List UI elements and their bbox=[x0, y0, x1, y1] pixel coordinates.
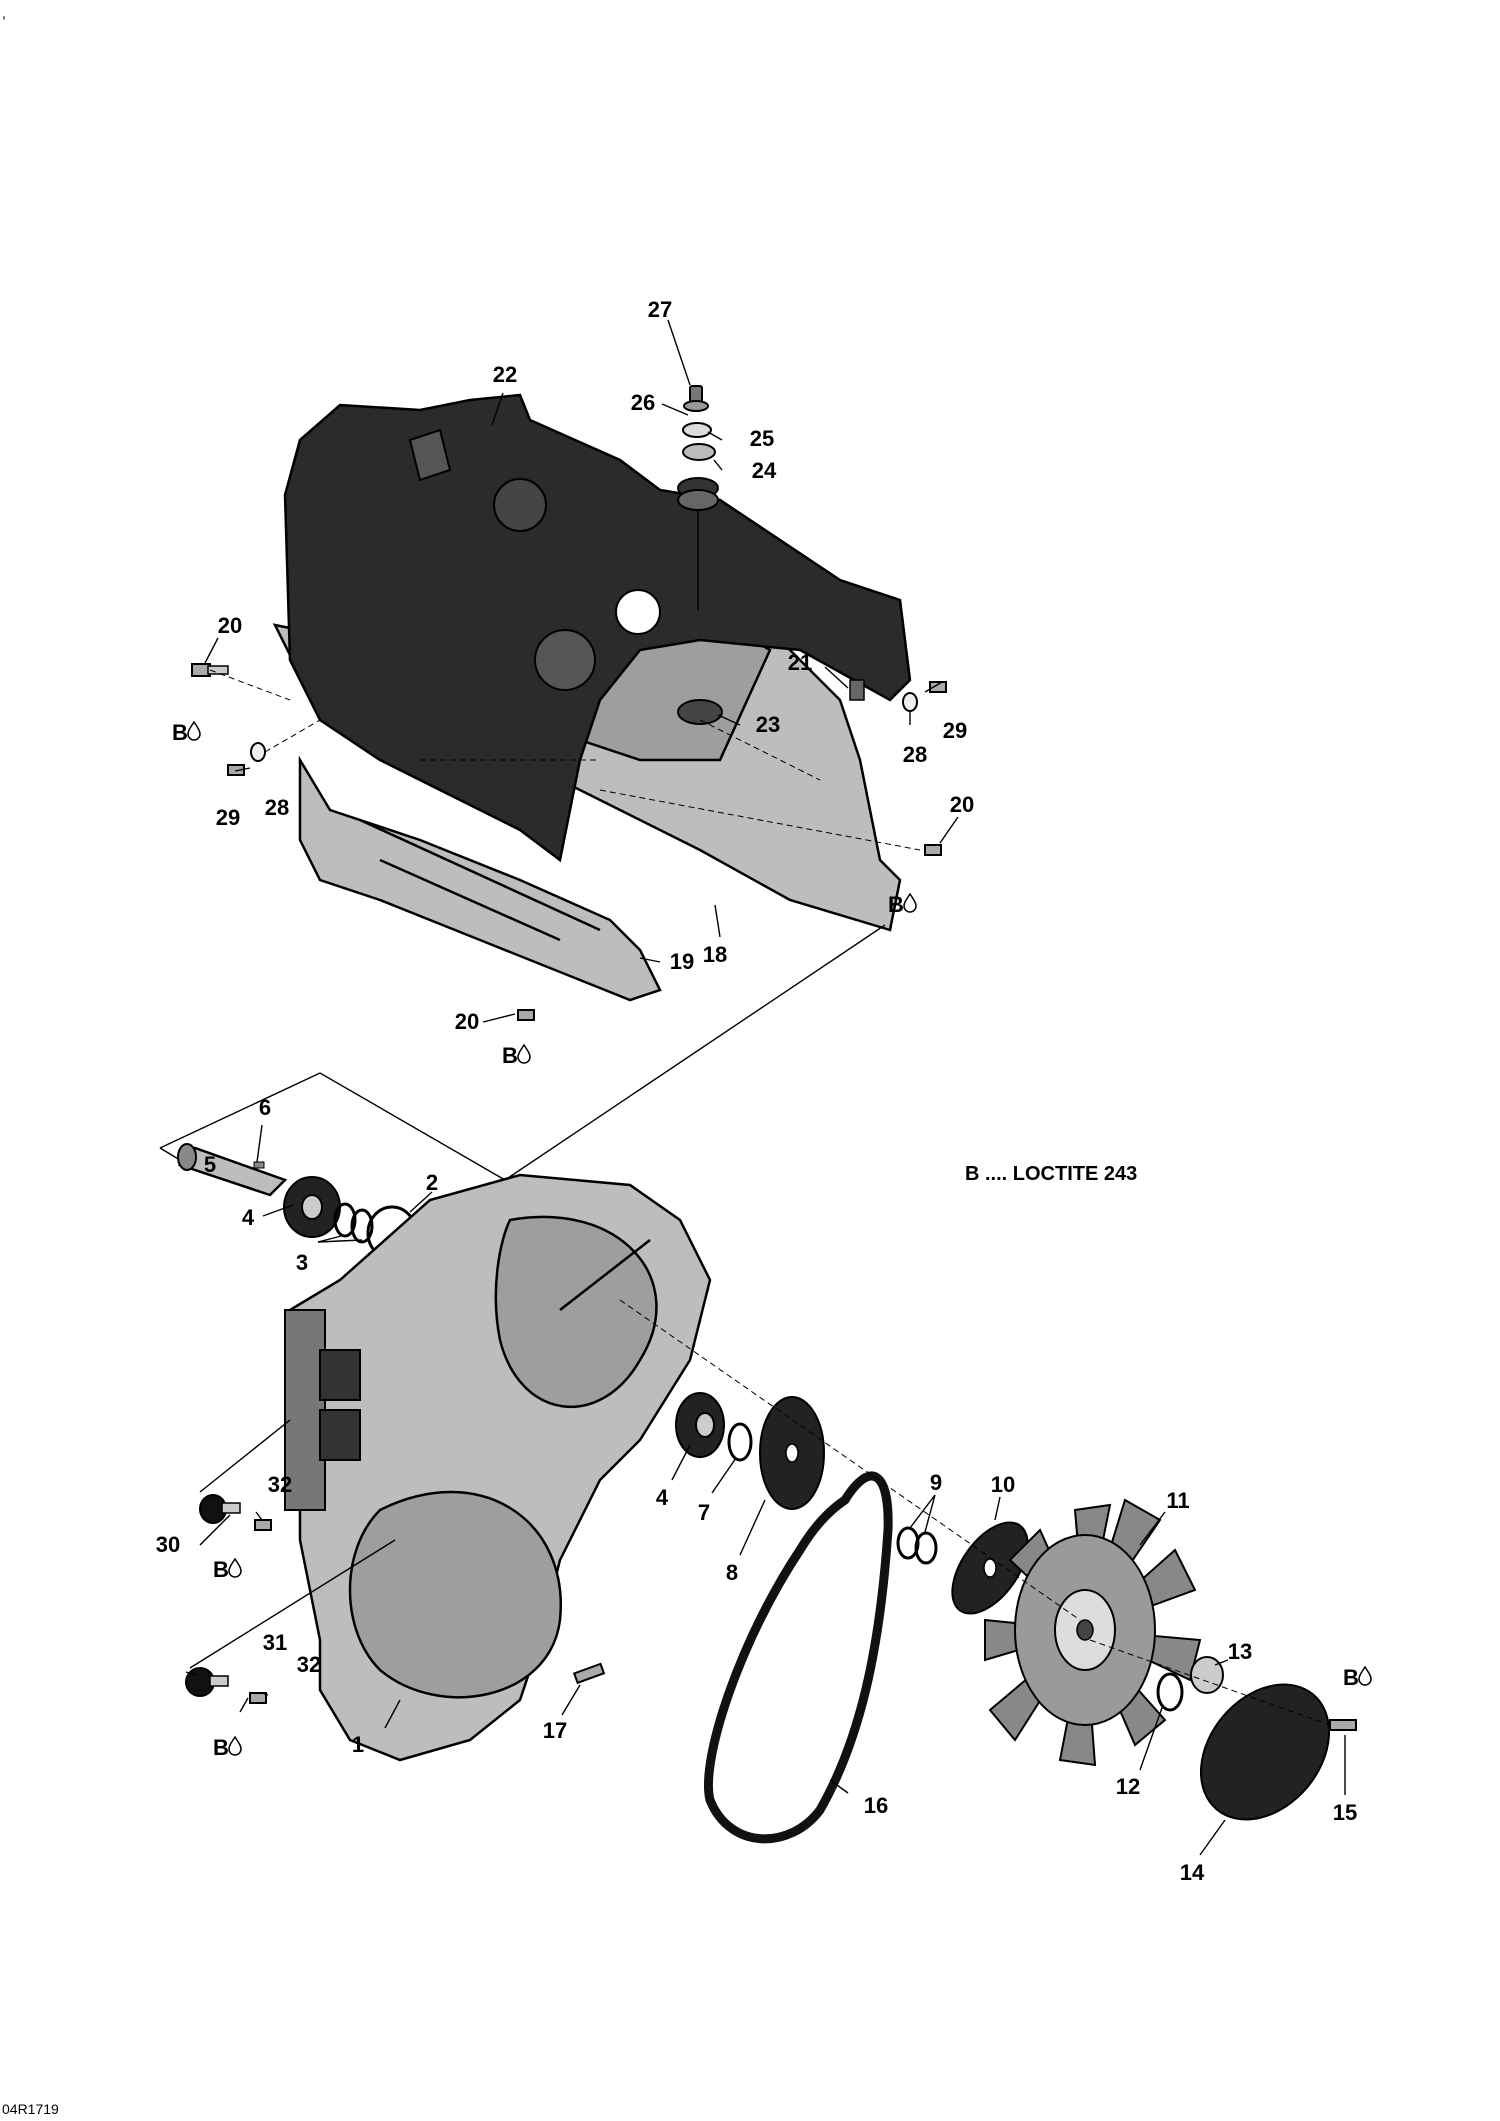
cable-clamps bbox=[185, 1419, 396, 1704]
callout-9: 9 bbox=[930, 1470, 942, 1495]
callout-13: 13 bbox=[1228, 1639, 1252, 1664]
jackshaft-group bbox=[177, 1143, 418, 1261]
top-cover bbox=[283, 393, 912, 863]
callout-23: 23 bbox=[756, 712, 780, 737]
drive-belt bbox=[703, 1471, 893, 1844]
callout-30: 30 bbox=[156, 1532, 180, 1557]
callout-7: 7 bbox=[698, 1500, 710, 1525]
loctite-marks: B B B B B B bbox=[172, 720, 1372, 1760]
callout-22: 22 bbox=[493, 362, 517, 387]
callout-20-bottom: 20 bbox=[455, 1009, 479, 1034]
top-mark: , bbox=[2, 5, 6, 21]
grommet-23 bbox=[677, 699, 723, 725]
callout-4-upper: 4 bbox=[242, 1205, 255, 1230]
callout-14: 14 bbox=[1180, 1860, 1205, 1885]
loctite-mark: B bbox=[888, 892, 904, 917]
loctite-mark: B bbox=[1343, 1665, 1359, 1690]
callout-12: 12 bbox=[1116, 1774, 1140, 1799]
callout-26: 26 bbox=[631, 390, 655, 415]
callout-17: 17 bbox=[543, 1718, 567, 1743]
callout-6: 6 bbox=[259, 1095, 271, 1120]
callout-1: 1 bbox=[352, 1732, 364, 1757]
loctite-mark: B bbox=[213, 1557, 229, 1582]
end-cap bbox=[1199, 1683, 1357, 1821]
callout-10: 10 bbox=[991, 1472, 1015, 1497]
callout-27: 27 bbox=[648, 297, 672, 322]
callout-20-left: 20 bbox=[218, 613, 242, 638]
callout-31: 31 bbox=[263, 1630, 287, 1655]
callout-28-right: 28 bbox=[903, 742, 927, 767]
callout-32-lower: 32 bbox=[297, 1652, 321, 1677]
callout-3: 3 bbox=[296, 1250, 308, 1275]
callout-28-left: 28 bbox=[265, 795, 289, 820]
loctite-mark: B bbox=[213, 1735, 229, 1760]
pulley-10 bbox=[951, 1521, 1029, 1615]
callout-numbers: 1 2 3 4 4 5 6 7 8 9 10 11 12 13 14 15 16… bbox=[156, 297, 1357, 1885]
callout-leaders bbox=[185, 319, 1346, 1856]
callout-5: 5 bbox=[204, 1152, 216, 1177]
callout-21: 21 bbox=[788, 650, 812, 675]
callout-29-left: 29 bbox=[216, 805, 240, 830]
drive-housing bbox=[284, 1173, 712, 1762]
callout-8: 8 bbox=[726, 1560, 738, 1585]
assembly-bracket-lines bbox=[159, 924, 886, 1181]
label-21 bbox=[849, 679, 865, 701]
callout-16: 16 bbox=[864, 1793, 888, 1818]
loctite-mark: B bbox=[502, 1043, 518, 1068]
rings-9 bbox=[896, 1526, 938, 1565]
drawing-code: 04R1719 bbox=[2, 2101, 59, 2117]
callout-24: 24 bbox=[752, 458, 777, 483]
washer-nut-12-13 bbox=[1156, 1656, 1224, 1712]
pulley-bearing-group bbox=[675, 1392, 825, 1510]
callout-19: 19 bbox=[670, 949, 694, 974]
callout-2: 2 bbox=[426, 1170, 438, 1195]
callout-32-upper: 32 bbox=[268, 1472, 292, 1497]
cover-fastener-stack bbox=[677, 385, 719, 610]
callout-4-lower: 4 bbox=[656, 1485, 669, 1510]
callout-29-right: 29 bbox=[943, 718, 967, 743]
callout-15: 15 bbox=[1333, 1800, 1357, 1825]
callout-20-right: 20 bbox=[950, 792, 974, 817]
loctite-mark: B bbox=[172, 720, 188, 745]
callout-18: 18 bbox=[703, 942, 727, 967]
callout-25: 25 bbox=[750, 426, 774, 451]
callout-11: 11 bbox=[1166, 1488, 1189, 1513]
lower-alignment-lines bbox=[619, 1299, 1331, 1726]
screw-17 bbox=[572, 1662, 606, 1685]
cooling-fan bbox=[984, 1498, 1202, 1767]
legend-loctite: B .... LOCTITE 243 bbox=[965, 1163, 1137, 1185]
upper-alignment-lines bbox=[209, 669, 921, 851]
